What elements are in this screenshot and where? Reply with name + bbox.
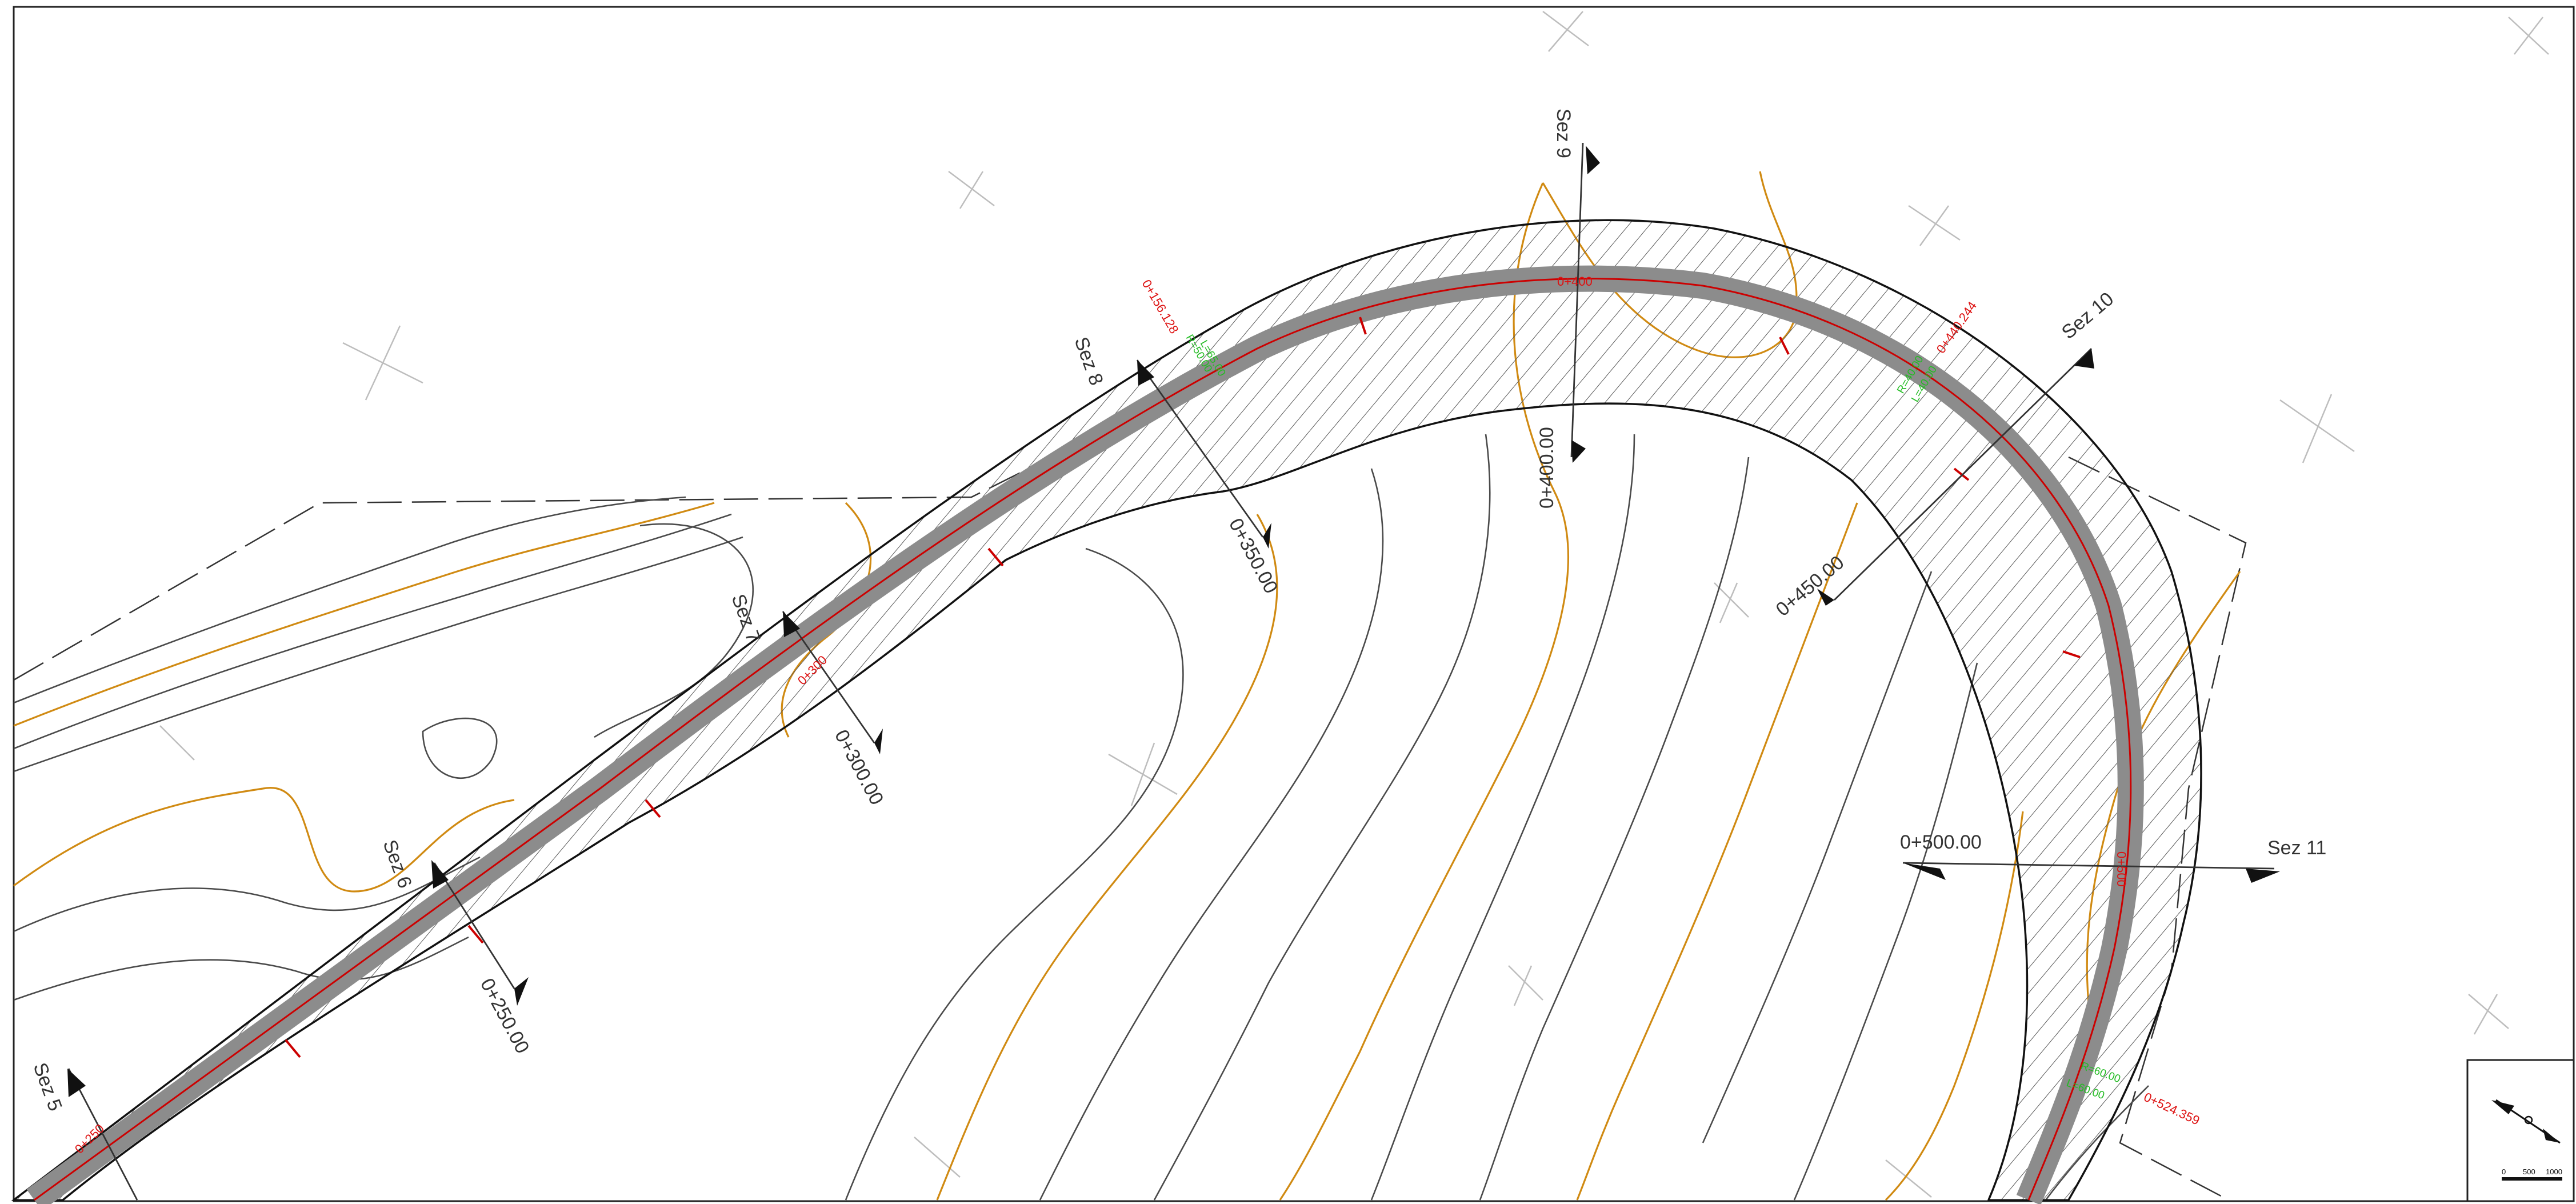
- survey-mark: [1513, 965, 1533, 1006]
- section-line-sez-5: [67, 1068, 138, 1201]
- section-flag: [431, 860, 449, 889]
- road-outer-edge: [13, 219, 2202, 1201]
- north-arrow-tail: [2543, 1129, 2560, 1143]
- section-flag: [2246, 869, 2280, 883]
- contour-line-major: [936, 514, 1278, 1201]
- survey-mark: [2468, 994, 2509, 1029]
- cross-section-lines: [67, 142, 2280, 1201]
- section-flag: [1817, 589, 1834, 606]
- section-flag: [783, 611, 800, 637]
- north-arrow-head: [2491, 1100, 2514, 1114]
- survey-cross-marks: [159, 11, 2549, 1198]
- contour-line: [13, 536, 743, 773]
- contour-line: [594, 523, 754, 738]
- survey-mark: [914, 1137, 961, 1178]
- survey-mark: [1719, 582, 1738, 623]
- survey-mark: [2302, 394, 2333, 463]
- contour-line: [1370, 434, 1635, 1201]
- section-label-sez-9: Sez 9: [1553, 109, 1574, 158]
- contour-line: [1702, 571, 1933, 1143]
- chainage-label: 0+500.00: [1900, 831, 1982, 853]
- axis-tick: [1779, 337, 1790, 355]
- section-line-sez-7: [782, 611, 875, 743]
- contour-line-major: [1576, 502, 1858, 1201]
- section-line-sez-9: [1570, 142, 1584, 458]
- contour-line: [1153, 434, 1491, 1201]
- section-flag: [1586, 146, 1600, 174]
- scale-bar: [2502, 1177, 2562, 1181]
- section-flag: [874, 729, 883, 754]
- contour-line: [13, 856, 481, 933]
- road-centerline-axis: [34, 278, 2132, 1201]
- section-flag: [1571, 440, 1586, 463]
- axis-label: 0+400: [1557, 274, 1593, 289]
- section-flag: [1137, 360, 1154, 386]
- survey-mark: [365, 325, 401, 401]
- axis-tick: [987, 547, 1004, 567]
- contour-line-major: [1885, 811, 2024, 1201]
- section-flag: [2074, 349, 2094, 369]
- survey-mark: [1714, 582, 1749, 618]
- axis-tick: [1359, 317, 1367, 335]
- contour-line-major: [13, 787, 515, 893]
- contour-line: [13, 496, 686, 704]
- section-line-sez-8: [1136, 359, 1264, 538]
- contour-line: [845, 547, 1184, 1201]
- section-flag: [67, 1069, 86, 1097]
- contour-line: [1793, 662, 1978, 1201]
- axis-tick: [2062, 650, 2081, 658]
- scale-label: 0: [2502, 1167, 2506, 1176]
- north-arrow-inset: 0 500 1000: [2466, 1059, 2575, 1202]
- contour-line: [13, 936, 469, 1001]
- north-arrow-pivot: [2524, 1115, 2533, 1125]
- survey-mark: [2514, 17, 2543, 55]
- survey-mark: [2279, 399, 2355, 453]
- survey-mark: [959, 171, 984, 209]
- section-line-sez-6: [433, 862, 515, 989]
- section-label-sez-11: Sez 11: [2267, 837, 2326, 859]
- contour-line-major: [13, 502, 715, 727]
- section-line-sez-10: [1834, 347, 2092, 601]
- drawing-frame: [13, 6, 2575, 1202]
- section-flag: [1903, 863, 1946, 880]
- chainage-label: 0+400.00: [1536, 427, 1558, 509]
- road-footprint: [11, 219, 2202, 1204]
- survey-mark: [2473, 994, 2498, 1035]
- survey-mark: [948, 171, 995, 206]
- survey-mark: [159, 725, 195, 761]
- axis-tick: [1953, 467, 1970, 481]
- axis-tick: [645, 799, 661, 818]
- scale-label: 500: [2523, 1167, 2535, 1176]
- scale-label: 1000: [2546, 1167, 2562, 1176]
- section-flag: [514, 977, 529, 1006]
- axis-label: 0+500: [2114, 851, 2129, 887]
- survey-mark: [1919, 205, 1950, 246]
- contour-line: [13, 513, 732, 750]
- contour-line: [1479, 457, 1750, 1201]
- section-line-sez-11: [1902, 862, 2275, 870]
- survey-mark: [1548, 11, 1583, 52]
- contour-line: [422, 717, 498, 779]
- section-flag: [1263, 523, 1271, 549]
- axis-tick: [285, 1039, 301, 1058]
- survey-mark: [1130, 742, 1155, 806]
- contour-line: [1039, 468, 1384, 1201]
- survey-mark: [1908, 205, 1961, 241]
- road-inner-edge: [62, 402, 2029, 1201]
- survey-mark: [1508, 965, 1543, 1001]
- axis-tick: [467, 925, 484, 944]
- survey-mark: [1885, 1159, 1932, 1198]
- survey-mark: [1542, 11, 1589, 46]
